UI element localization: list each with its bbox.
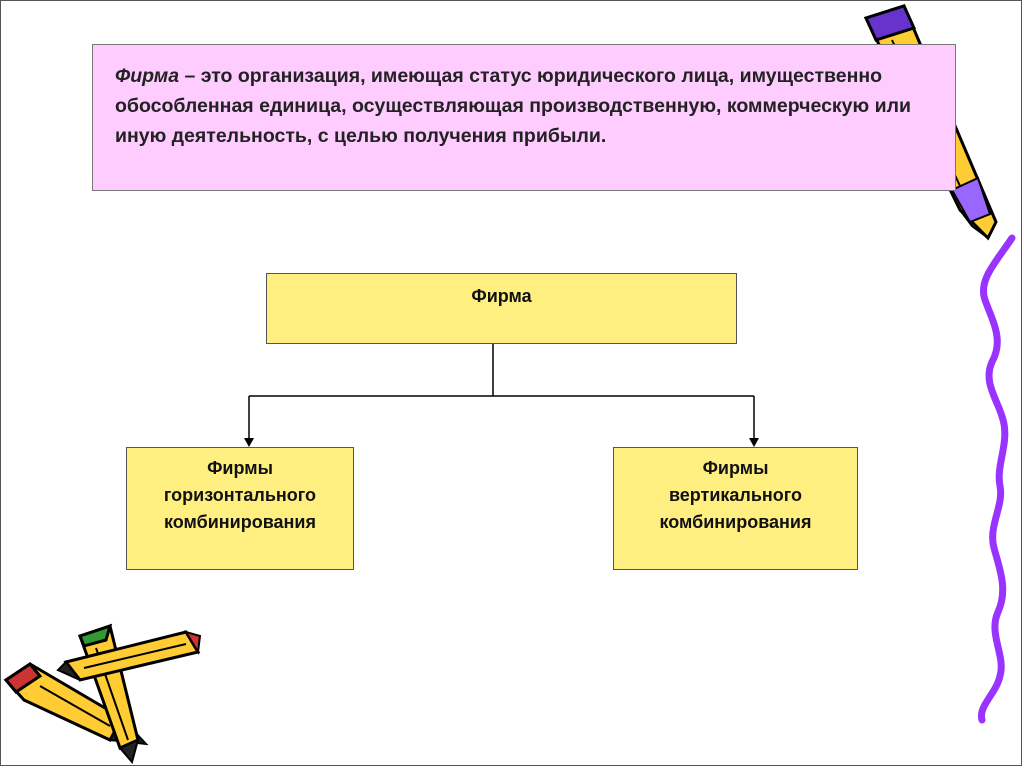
node-label-line-2: горизонтального <box>163 485 317 505</box>
diagram-node-vertical: Фирмы вертикального комбинирования <box>613 447 858 570</box>
squiggle-line-icon <box>977 234 1016 724</box>
node-label-line-1: Фирмы <box>702 458 769 478</box>
node-label-line-2: вертикального <box>668 485 803 505</box>
arrowhead-right <box>749 438 759 447</box>
definition-text: – это организация, имеющая статус юридич… <box>115 65 911 147</box>
pencil-icon <box>56 630 202 682</box>
definition-term: Фирма <box>115 65 180 87</box>
node-label-line-3: комбинирования <box>164 512 316 532</box>
node-label-line-1: Фирмы <box>207 458 273 478</box>
arrowhead-left <box>244 438 254 447</box>
definition-box: Фирма – это организация, имеющая статус … <box>92 44 956 191</box>
diagram-connectors <box>248 344 755 440</box>
diagram-node-root: Фирма <box>266 273 737 344</box>
node-label: Фирма <box>471 286 532 306</box>
node-label-line-3: комбинирования <box>659 512 812 532</box>
diagram-node-horizontal: Фирмы горизонтального комбинирования <box>126 447 354 570</box>
